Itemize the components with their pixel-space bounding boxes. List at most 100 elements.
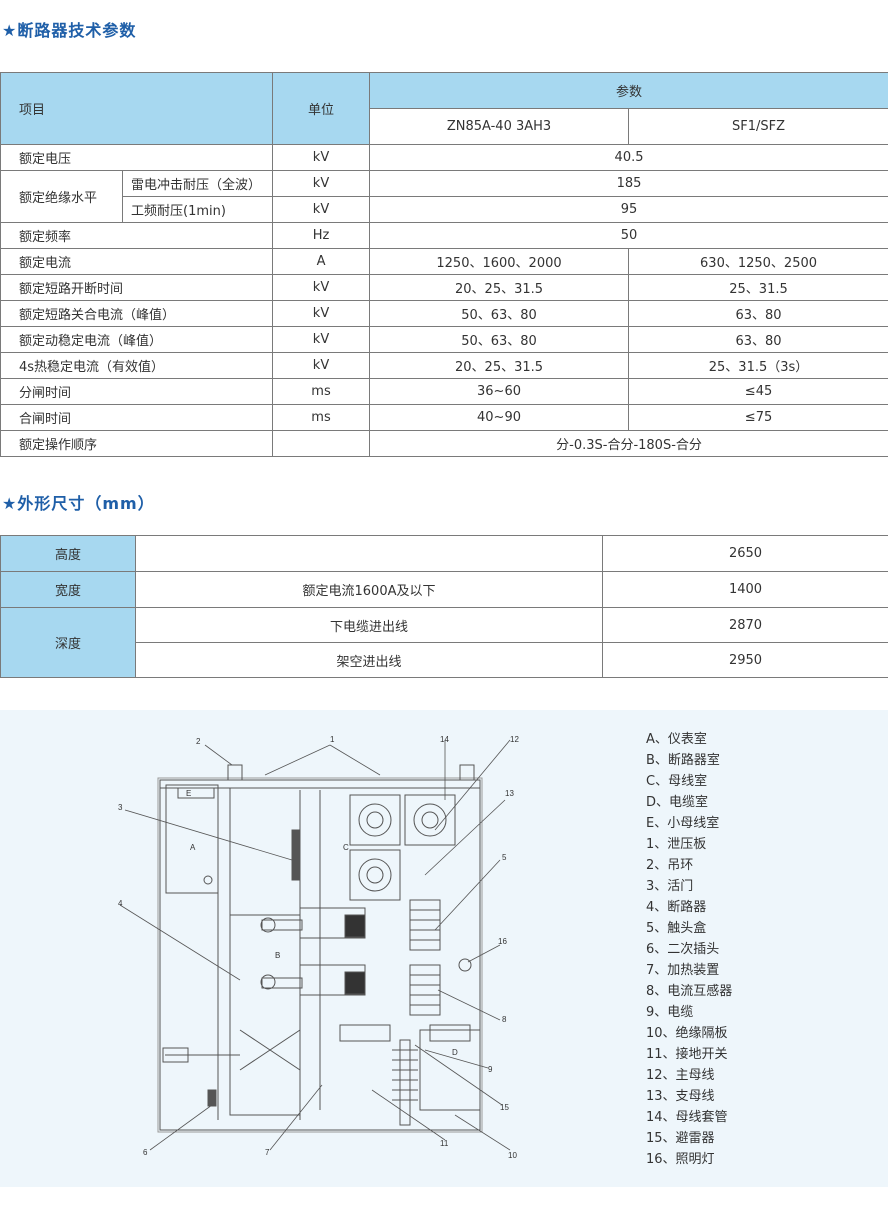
legend-item: 11、接地开关 <box>646 1047 728 1062</box>
row-value-a: 1250、1600、2000 <box>369 248 630 275</box>
row-label: 额定操作顺序 <box>0 430 274 457</box>
header-params: 参数 <box>369 72 888 109</box>
table-row: 额定频率 Hz 50 <box>0 222 888 249</box>
switchgear-diagram-panel: 1 2 3 4 5 6 7 8 9 10 11 12 13 14 15 16 A… <box>0 710 888 1187</box>
legend-item: A、仪表室 <box>646 732 707 747</box>
legend-item: 16、照明灯 <box>646 1152 715 1167</box>
row-unit: Hz <box>272 222 371 249</box>
room-label-e: E <box>186 789 191 798</box>
legend-item: 1、泄压板 <box>646 837 707 852</box>
table-row: 额定短路开断时间 kV 20、25、31.5 25、31.5 <box>0 274 888 301</box>
row-group-label: 额定绝缘水平 <box>0 170 123 223</box>
legend-item: 10、绝缘隔板 <box>646 1026 728 1041</box>
diagram-label-11: 11 <box>440 1139 449 1148</box>
row-unit: A <box>272 248 371 275</box>
diagram-label-3: 3 <box>118 803 123 812</box>
depth2-value: 2950 <box>602 642 888 678</box>
diagram-label-8: 8 <box>502 1015 507 1024</box>
row-value: 40.5 <box>369 144 888 171</box>
row-label: 额定短路关合电流（峰值） <box>0 300 274 327</box>
legend-item: 4、断路器 <box>646 900 707 915</box>
diagram-label-13: 13 <box>505 789 514 798</box>
row-unit: kV <box>272 326 371 353</box>
spec-section-title: ★断路器技术参数 <box>2 21 137 40</box>
row-unit: ms <box>272 378 371 405</box>
row-value-a: 40~90 <box>369 404 630 431</box>
height-label: 高度 <box>0 535 136 572</box>
row-label: 额定电流 <box>0 248 274 275</box>
legend-item: 6、二次插头 <box>646 942 720 957</box>
row-value-a: 36~60 <box>369 378 630 405</box>
diagram-label-6: 6 <box>143 1148 148 1157</box>
header-model-a: ZN85A-40 3AH3 <box>369 108 630 145</box>
table-row: 深度 下电缆进出线 2870 <box>0 607 888 678</box>
diagram-label-16: 16 <box>498 937 507 946</box>
row-value: 185 <box>369 170 888 197</box>
diagram-label-4: 4 <box>118 899 123 908</box>
row-value-b: 25、31.5（3s） <box>628 352 888 379</box>
header-model-b: SF1/SFZ <box>628 108 888 145</box>
legend-item: D、电缆室 <box>646 795 709 810</box>
row-label: 工频耐压(1min) <box>121 196 274 223</box>
header-item: 项目 <box>0 72 274 145</box>
row-value-b: 630、1250、2500 <box>628 248 888 275</box>
height-value: 2650 <box>602 535 888 572</box>
table-row: 宽度 额定电流1600A及以下 1400 <box>0 571 888 608</box>
legend-item: 12、主母线 <box>646 1068 715 1083</box>
row-unit: ms <box>272 404 371 431</box>
diagram-label-5: 5 <box>502 853 507 862</box>
row-label: 额定电压 <box>0 144 274 171</box>
row-unit: kV <box>272 274 371 301</box>
row-value-b: 63、80 <box>628 326 888 353</box>
row-value-b: 25、31.5 <box>628 274 888 301</box>
depth1-value: 2870 <box>602 607 888 643</box>
row-unit <box>272 430 371 457</box>
row-value-b: ≤75 <box>628 404 888 431</box>
row-value-b: ≤45 <box>628 378 888 405</box>
dimension-section-title: ★外形尺寸（mm） <box>2 494 155 513</box>
table-row: 额定短路关合电流（峰值） kV 50、63、80 63、80 <box>0 300 888 327</box>
row-label: 4s热稳定电流（有效值） <box>0 352 274 379</box>
switchgear-cross-section-diagram: 1 2 3 4 5 6 7 8 9 10 11 12 13 14 15 16 A… <box>118 735 519 1160</box>
diagram-label-14: 14 <box>440 735 449 744</box>
row-label: 雷电冲击耐压（全波） <box>121 170 274 197</box>
dimension-table: 高度 2650 宽度 额定电流1600A及以下 1400 深度 下电缆进出线 2… <box>0 535 888 678</box>
legend-item: 15、避雷器 <box>646 1131 715 1146</box>
legend-item: 9、电缆 <box>646 1005 694 1020</box>
breaker-spec-table: 项目 单位 参数 ZN85A-40 3AH3 SF1/SFZ 额定电压 kV 4… <box>0 72 888 457</box>
table-row: 额定电压 kV 40.5 <box>0 144 888 171</box>
row-label: 合闸时间 <box>0 404 274 431</box>
row-value-a: 50、63、80 <box>369 326 630 353</box>
diagram-label-10: 10 <box>508 1151 517 1160</box>
table-row: 额定动稳定电流（峰值） kV 50、63、80 63、80 <box>0 326 888 353</box>
row-label: 额定短路开断时间 <box>0 274 274 301</box>
legend-item: 7、加热装置 <box>646 963 720 978</box>
table-row: 工频耐压(1min) kV 95 <box>1 196 888 223</box>
legend-item: C、母线室 <box>646 774 708 789</box>
legend-item: 8、电流互感器 <box>646 984 733 999</box>
room-label-d: D <box>452 1048 458 1057</box>
table-row: 4s热稳定电流（有效值） kV 20、25、31.5 25、31.5（3s） <box>0 352 888 379</box>
legend-item: B、断路器室 <box>646 753 720 768</box>
diagram-label-1: 1 <box>330 735 335 744</box>
row-value: 分-0.3S-合分-180S-合分 <box>369 430 888 457</box>
table-row: 额定操作顺序 分-0.3S-合分-180S-合分 <box>0 430 888 457</box>
header-unit: 单位 <box>272 72 371 145</box>
table-row: 高度 2650 <box>0 535 888 572</box>
legend-item: 5、触头盒 <box>646 921 707 936</box>
table-row: 分闸时间 ms 36~60 ≤45 <box>0 378 888 405</box>
table-row: 架空进出线 2950 <box>1 642 888 678</box>
row-unit: kV <box>272 170 371 197</box>
legend-item: 3、活门 <box>646 879 694 894</box>
depth2-desc: 架空进出线 <box>135 642 603 678</box>
row-unit: kV <box>272 196 371 223</box>
row-value-a: 20、25、31.5 <box>369 274 630 301</box>
row-unit: kV <box>272 352 371 379</box>
width-label: 宽度 <box>0 571 136 608</box>
row-unit: kV <box>272 144 371 171</box>
row-value: 95 <box>369 196 888 223</box>
table-row: 额定绝缘水平 雷电冲击耐压（全波） kV 185 <box>0 170 888 223</box>
depth-label: 深度 <box>0 607 136 678</box>
diagram-label-9: 9 <box>488 1065 493 1074</box>
table-row: 额定电流 A 1250、1600、2000 630、1250、2500 <box>0 248 888 275</box>
